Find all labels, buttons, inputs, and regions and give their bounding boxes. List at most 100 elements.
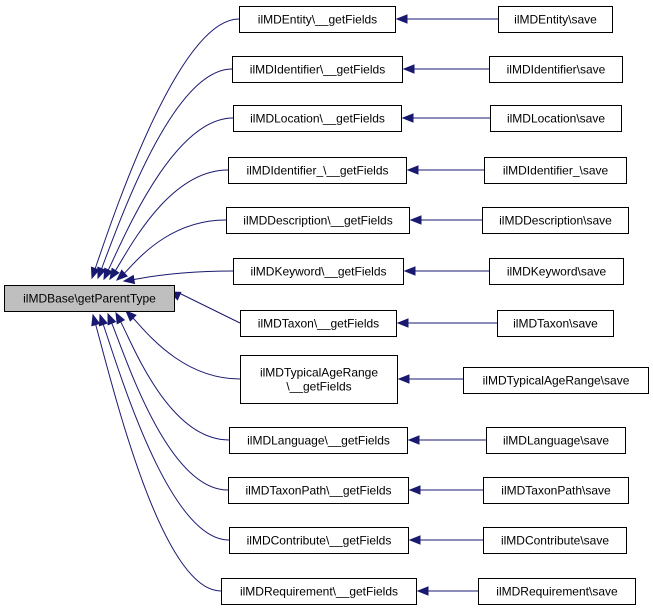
edge-line xyxy=(107,117,234,272)
node-ilmdkeyword-save[interactable]: ilMDKeyword\save xyxy=(489,258,624,285)
edge-ilmdlanguage-save-to-getfields xyxy=(407,435,486,445)
node-ilmdlanguage-getfields-box xyxy=(229,427,408,454)
node-ilmdlanguage-save-box xyxy=(486,427,626,454)
node-ilmdcontribute-save[interactable]: ilMDContribute\save xyxy=(483,527,627,554)
node-ilmdidentifier-save[interactable]: ilMDIdentifier_\save xyxy=(484,157,627,184)
edge-ilmdtaxonpath-save-to-getfields xyxy=(408,485,483,495)
edge-arrowhead xyxy=(103,267,113,281)
node-ilmdidentifier-save-box xyxy=(489,56,623,83)
edge-ilmdidentifier-getfields-to-getparenttype xyxy=(109,169,229,281)
edge-ilmddescription-save-to-getfields xyxy=(409,215,482,225)
edge-line xyxy=(123,219,227,275)
node-ilmdrequirement-save[interactable]: ilMDRequirement\save xyxy=(478,578,636,605)
edge-arrowhead xyxy=(402,64,415,74)
node-ilmdtypicalagerange-getfields[interactable]: ilMDTypicalAgeRange\__getFields xyxy=(240,355,398,404)
node-ilmdkeyword-save-label: ilMDKeyword\save xyxy=(507,265,607,279)
edge-arrowhead xyxy=(98,313,108,327)
edge-ilmdkeyword-getfields-to-getparenttype xyxy=(122,270,234,285)
edge-line xyxy=(94,18,240,270)
node-ilmdtaxon-getfields-box xyxy=(240,310,397,337)
node-ilmdtypicalagerange-save-box xyxy=(463,367,649,394)
node-ilmdentity-getfields[interactable]: ilMDEntity\__getFields xyxy=(239,6,396,33)
edge-ilmdkeyword-save-to-getfields xyxy=(403,266,489,276)
node-ilmdkeyword-getfields-label: ilMDKeyword\__getFields xyxy=(250,265,386,279)
edge-arrowhead xyxy=(403,266,416,276)
node-ilmdentity-save[interactable]: ilMDEntity\save xyxy=(498,6,613,33)
edge-arrowhead xyxy=(416,586,429,596)
edge-arrowhead xyxy=(97,266,107,280)
edge-ilmdidentifier-save-to-getfields xyxy=(406,165,484,175)
node-ilmdlanguage-getfields[interactable]: ilMDLanguage\__getFields xyxy=(229,427,408,454)
edge-line xyxy=(110,322,229,491)
node-ilmdlocation-save-label: ilMDLocation\save xyxy=(507,112,605,126)
root-node-getparenttype-box xyxy=(4,285,175,312)
edges-layer xyxy=(90,14,498,596)
node-ilmddescription-getfields-box xyxy=(226,207,410,234)
node-ilmdtypicalagerange-getfields-label-line-2: \__getFields xyxy=(286,380,351,394)
node-ilmdlanguage-save-label: ilMDLanguage\save xyxy=(503,434,609,448)
node-ilmdentity-save-box xyxy=(498,6,613,33)
root-node-getparenttype[interactable]: ilMDBase\getParentType xyxy=(4,285,175,312)
edge-arrowhead xyxy=(122,274,136,285)
node-ilmdtypicalagerange-save[interactable]: ilMDTypicalAgeRange\save xyxy=(463,367,649,394)
edge-ilmdrequirement-getfields-to-getparenttype xyxy=(91,313,222,592)
node-ilmddescription-getfields-label: ilMDDescription\__getFields xyxy=(243,214,392,228)
edge-arrowhead xyxy=(91,313,101,327)
edge-ilmddescription-getfields-to-getparenttype xyxy=(116,219,227,281)
node-ilmdidentifier-getfields[interactable]: ilMDIdentifier\__getFields xyxy=(232,56,403,83)
node-ilmdrequirement-getfields-box xyxy=(221,578,417,605)
edge-ilmdtaxon-getfields-to-getparenttype xyxy=(168,291,241,324)
node-ilmdlocation-getfields[interactable]: ilMDLocation\__getFields xyxy=(233,105,402,132)
node-ilmddescription-getfields[interactable]: ilMDDescription\__getFields xyxy=(226,207,410,234)
node-ilmdidentifier-save-label: ilMDIdentifier\save xyxy=(507,63,606,77)
node-ilmdtaxonpath-save-box xyxy=(483,477,629,504)
node-ilmdcontribute-getfields[interactable]: ilMDContribute\__getFields xyxy=(229,527,409,554)
node-ilmdtaxon-save[interactable]: ilMDTaxon\save xyxy=(497,310,614,337)
edge-arrowhead xyxy=(90,266,100,280)
edge-ilmdrequirement-save-to-getfields xyxy=(416,586,478,596)
edge-line xyxy=(114,169,229,272)
edge-arrowhead xyxy=(408,485,421,495)
edge-ilmdtaxonpath-getfields-to-getparenttype xyxy=(107,312,229,491)
edge-line xyxy=(132,270,234,281)
edge-ilmdtypicalagerange-save-to-getfields xyxy=(397,374,463,384)
node-ilmdkeyword-save-box xyxy=(489,258,624,285)
edge-ilmdentity-save-to-getfields xyxy=(395,14,498,24)
node-ilmdidentifier-save[interactable]: ilMDIdentifier\save xyxy=(489,56,623,83)
node-ilmdcontribute-getfields-label: ilMDContribute\__getFields xyxy=(247,534,392,548)
node-ilmdlanguage-save[interactable]: ilMDLanguage\save xyxy=(486,427,626,454)
node-ilmdidentifier-getfields-box xyxy=(232,56,403,83)
node-ilmdcontribute-save-label: ilMDContribute\save xyxy=(501,534,609,548)
edge-ilmdcontribute-save-to-getfields xyxy=(408,535,483,545)
root-node-getparenttype-label: ilMDBase\getParentType xyxy=(23,292,156,306)
node-ilmdcontribute-getfields-box xyxy=(229,527,409,554)
edge-ilmdidentifier-save-to-getfields xyxy=(402,64,489,74)
edge-line xyxy=(178,292,241,324)
node-ilmdidentifier-getfields-label: ilMDIdentifier_\__getFields xyxy=(246,164,388,178)
node-ilmdrequirement-getfields[interactable]: ilMDRequirement\__getFields xyxy=(221,578,417,605)
node-ilmdlocation-save[interactable]: ilMDLocation\save xyxy=(490,105,622,132)
node-ilmdlocation-getfields-label: ilMDLocation\__getFields xyxy=(250,112,385,126)
node-ilmdtaxonpath-getfields-box xyxy=(228,477,409,504)
edge-arrowhead xyxy=(115,311,126,325)
node-ilmdidentifier-save-box xyxy=(484,157,627,184)
edge-ilmdtypicalagerange-getfields-to-getparenttype xyxy=(125,310,241,380)
edge-line xyxy=(119,320,230,441)
nodes-layer: ilMDBase\getParentType ilMDEntity\__getFi… xyxy=(4,6,649,605)
node-ilmdentity-getfields-box xyxy=(239,6,396,33)
edge-arrowhead xyxy=(397,374,410,384)
node-ilmdtypicalagerange-getfields-box xyxy=(240,355,398,404)
node-ilmdtaxonpath-save[interactable]: ilMDTaxonPath\save xyxy=(483,477,629,504)
node-ilmdtaxonpath-getfields[interactable]: ilMDTaxonPath\__getFields xyxy=(228,477,409,504)
node-ilmdkeyword-getfields[interactable]: ilMDKeyword\__getFields xyxy=(233,258,404,285)
node-ilmdtaxon-getfields[interactable]: ilMDTaxon\__getFields xyxy=(240,310,397,337)
node-ilmdtaxon-save-label: ilMDTaxon\save xyxy=(513,317,598,331)
edge-arrowhead xyxy=(109,267,120,281)
node-ilmdrequirement-save-box xyxy=(478,578,636,605)
edge-ilmdcontribute-getfields-to-getparenttype xyxy=(98,313,230,541)
node-ilmddescription-save-box xyxy=(482,207,629,234)
node-ilmdidentifier-save-label: ilMDIdentifier_\save xyxy=(503,164,609,178)
node-ilmddescription-save[interactable]: ilMDDescription\save xyxy=(482,207,629,234)
node-ilmdrequirement-getfields-label: ilMDRequirement\__getFields xyxy=(240,585,398,599)
node-ilmdidentifier-getfields[interactable]: ilMDIdentifier_\__getFields xyxy=(228,157,407,184)
